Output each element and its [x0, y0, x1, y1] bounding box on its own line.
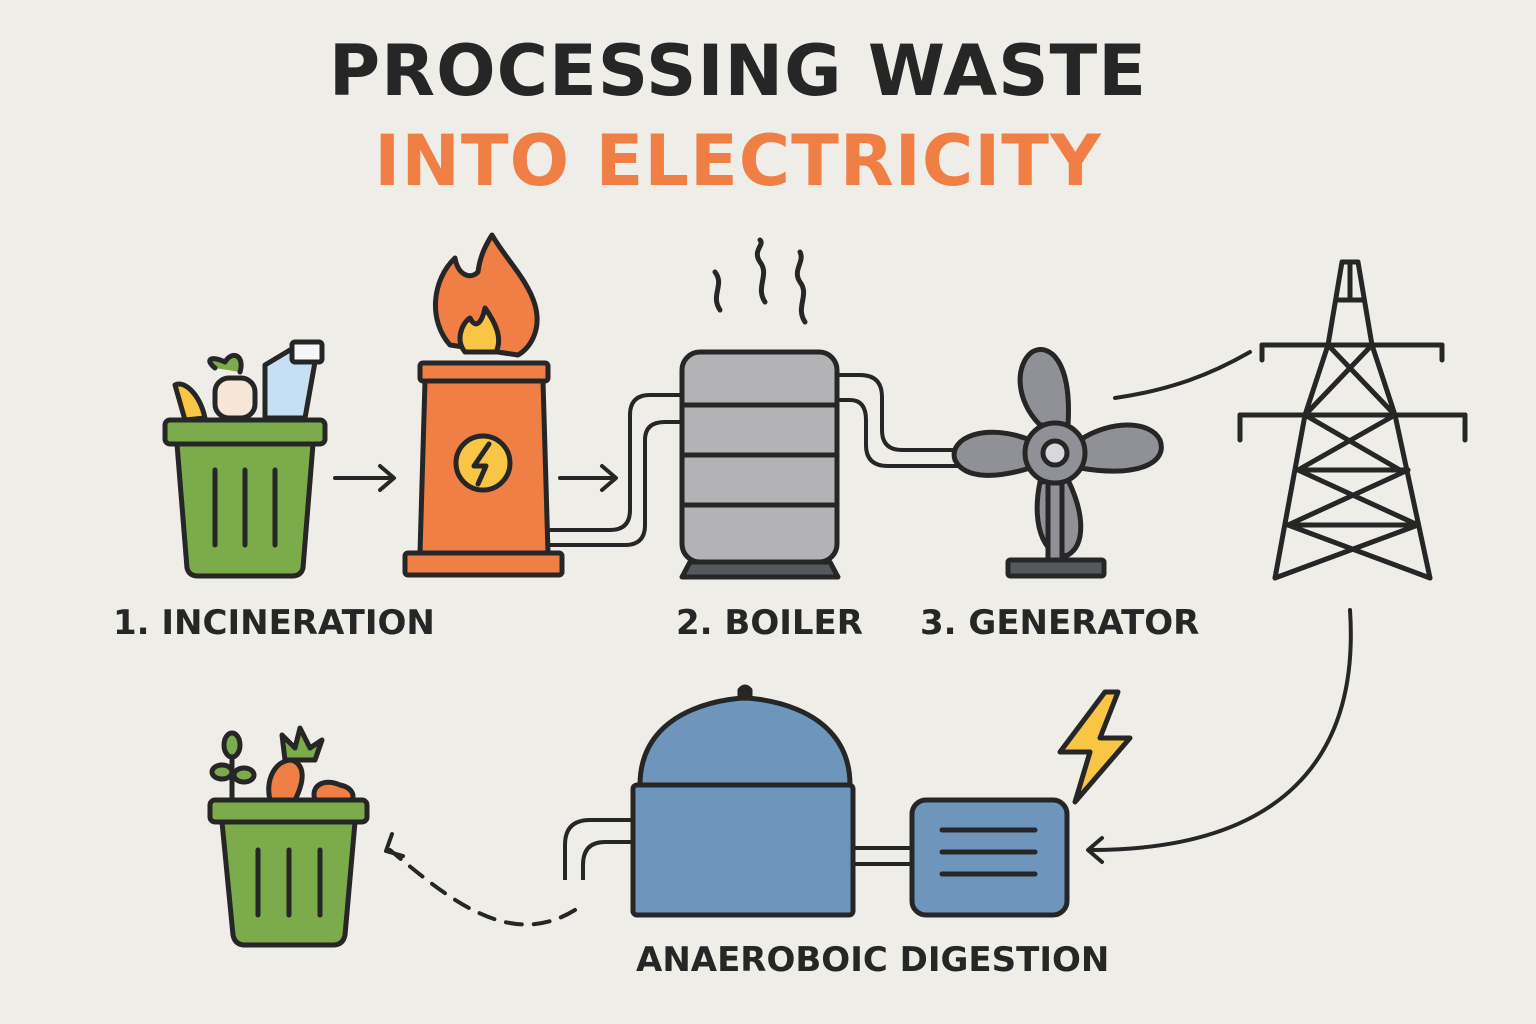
title-line-1: PROCESSING WASTE [328, 30, 1148, 112]
power-tower-icon [1237, 259, 1468, 581]
arrow-icon [558, 464, 618, 492]
boiler-icon [679, 237, 841, 580]
power-line [1113, 350, 1252, 400]
pipe-icon [853, 846, 912, 866]
digester-tank-icon [630, 684, 856, 918]
arrow-icon [333, 464, 396, 492]
arrow-icon [1086, 608, 1353, 864]
arrow-icon [384, 832, 577, 927]
organic-bin-icon [207, 725, 370, 948]
label-generator: 3. GENERATOR [920, 603, 1200, 643]
label-anaerobic-digestion: ANAEROBOIC DIGESTION [636, 940, 1110, 980]
label-incineration: 1. INCINERATION [113, 603, 435, 643]
pipe-icon [548, 393, 682, 547]
furnace-icon [402, 232, 565, 578]
label-boiler: 2. BOILER [676, 603, 863, 643]
pipe-icon [837, 373, 960, 468]
title-line-2: INTO ELECTRICITY [374, 120, 1102, 202]
generator-fan-icon [951, 347, 1164, 579]
pipe-icon [563, 818, 633, 880]
waste-bin-icon [162, 339, 328, 579]
lightning-bolt-icon [1057, 689, 1133, 805]
generator-unit-icon [909, 797, 1070, 918]
